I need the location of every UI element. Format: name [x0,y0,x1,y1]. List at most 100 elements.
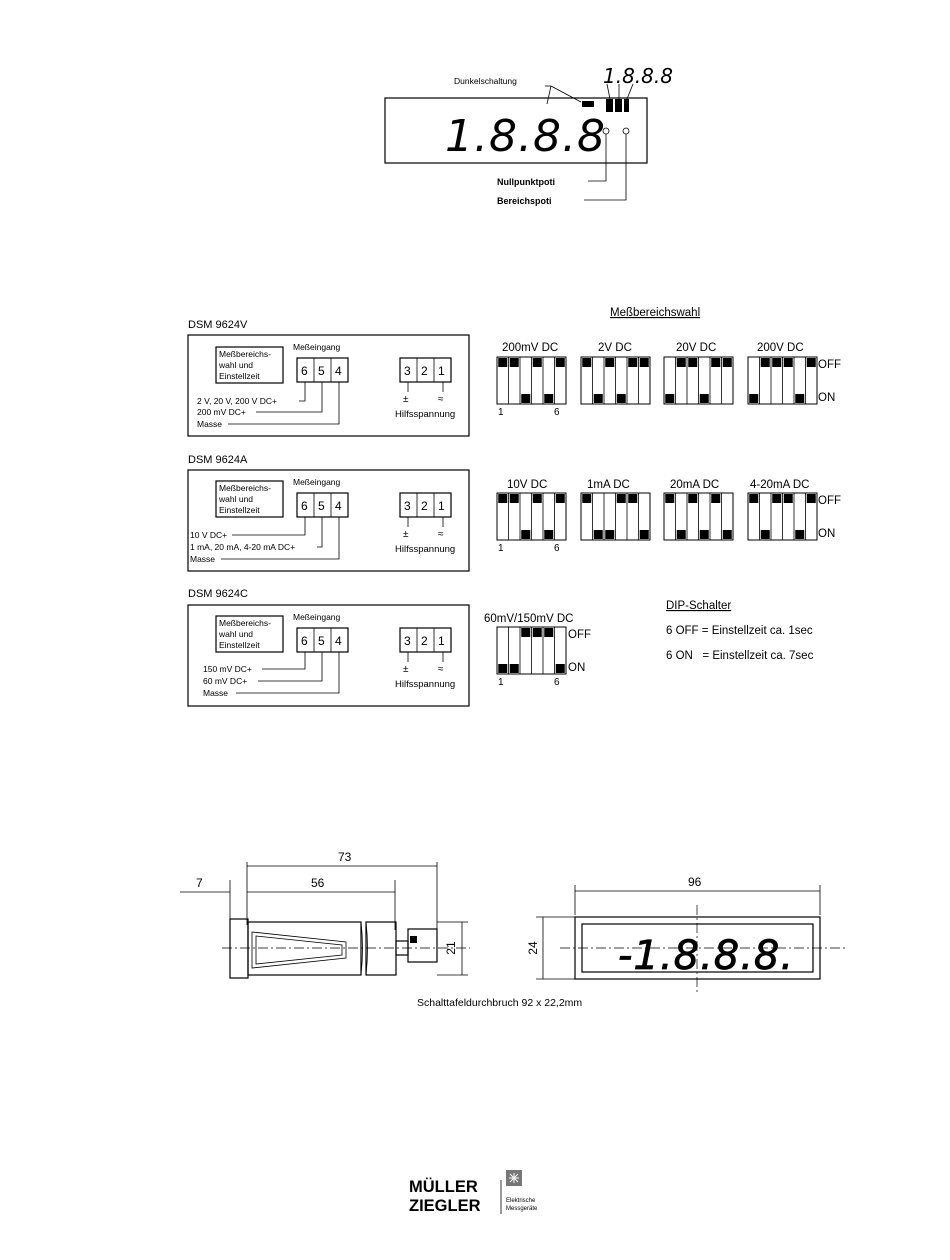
dip-knob-5-on [795,394,805,403]
dip-label: 20mA DC [670,479,719,491]
wiring-3: Masse [203,688,228,698]
dim-96: 96 [688,875,702,889]
dip-knob-3-off [521,628,531,637]
aux-ac-symbol: ≈ [438,394,444,405]
last-index: 6 [554,543,560,554]
terminal-5: 5 [318,364,325,378]
terminal-2: 2 [421,499,428,513]
display-digits: 1.8.8.8 [445,111,606,162]
company-logo: MÜLLER ZIEGLER Elektrische Messgeräte [409,1170,538,1215]
dip-diagram [496,626,567,675]
wiring-2: 200 mV DC+ [197,407,246,417]
dip-knob-1-off [582,494,592,503]
dip-label: 10V DC [507,479,547,491]
aux-plus-symbol: ± [403,394,409,405]
dip-knob-3-off [772,494,782,503]
front-digits: -1.8.8.8. [618,933,794,979]
terminal-5: 5 [318,634,325,648]
on-label: ON [818,528,835,540]
aux-label: Hilfsspannung [395,409,455,420]
terminal-2: 2 [421,364,428,378]
dip-knob-2-off [676,358,686,367]
box-label-1: Meßbereichs- [219,349,271,359]
dip-label: 60mV/150mV DC [484,613,573,625]
dim-7: 7 [196,876,203,890]
range-pot [622,127,630,135]
dip-knob-1-off [749,494,759,503]
terminal-5: 5 [318,499,325,513]
dip-knob-5-off [711,358,721,367]
dip-knob-5-on [544,530,554,539]
dip-knob-5-off [628,494,638,503]
dip-knob-3-on [605,530,615,539]
dip-knob-2-on [593,530,603,539]
dip-knob-4-on [616,394,626,403]
box-label-2: wahl und [218,629,253,639]
dip-knob-3-on [521,530,531,539]
terminal-6: 6 [301,634,308,648]
dip-knob-3-on [521,394,531,403]
terminal-1: 1 [438,499,445,513]
dip-diagram [747,492,818,541]
dip-knob-1-on [665,394,675,403]
wiring-3: Masse [197,419,222,429]
dip-knob-4-off [532,358,542,367]
aux-ac-symbol: ≈ [438,529,444,540]
off-label: OFF [818,495,841,507]
box-label-3: Einstellzeit [219,640,260,650]
front-view: 1.8.8.8 1.8.8.8 Dunkelschaltung Nullpunk… [384,64,673,206]
aux-plus-symbol: ± [403,664,409,675]
box-label-3: Einstellzeit [219,371,260,381]
dip-legend-line: 6 ON = Einstellzeit ca. 7sec [666,650,814,662]
dip-knob-2-on [760,530,770,539]
label-range-pot: Bereichspoti [497,196,552,206]
model-name: DSM 9624V [188,319,248,331]
box-label-2: wahl und [218,360,253,370]
dip-knob-3-off [605,358,615,367]
dip-diagram [496,356,567,405]
dip-switch-row-v: 200mV DC 2V DC 20V DC 200V DC OFF ON 1 6 [496,342,841,418]
dip-knob-2-off [509,358,519,367]
dip-knob-6-on [722,530,732,539]
dip-knob-1-off [498,494,508,503]
dip-diagram [496,492,567,541]
logo-sub1: Elektrische [506,1198,536,1204]
dip-knob-6-on [639,530,649,539]
dip-label: 200mV DC [502,342,558,354]
off-label: OFF [568,629,591,641]
dip-legend: DIP-Schalter 6 OFF = Einstellzeit ca. 1s… [666,600,814,662]
model-name: DSM 9624C [188,588,248,600]
dip-knob-6-off [722,358,732,367]
input-label: Meßeingang [293,612,341,622]
dip-knob-4-off [532,628,542,637]
dip-knob-1-off [582,358,592,367]
dip-diagram [580,356,651,405]
dip-knob-6-off [555,358,565,367]
dip-label: 20V DC [676,342,716,354]
dip-knob-4-off [616,494,626,503]
box-label-2: wahl und [218,494,253,504]
terminal-3: 3 [404,364,411,378]
wiring-2: 1 mA, 20 mA, 4-20 mA DC+ [190,542,295,552]
aux-plus-symbol: ± [403,529,409,540]
terminal-6: 6 [301,499,308,513]
wiring-1: 2 V, 20 V, 200 V DC+ [197,396,277,406]
wiring-1: 10 V DC+ [190,530,227,540]
terminal-1: 1 [438,364,445,378]
terminal-6: 6 [301,364,308,378]
logo-line1: MÜLLER [409,1177,478,1196]
aux-label: Hilfsspannung [395,544,455,555]
wiring-3: Masse [190,554,215,564]
first-index: 1 [498,677,504,688]
terminal-3: 3 [404,634,411,648]
model-v: DSM 9624V Meßbereichs- wahl und Einstell… [187,319,470,437]
dip-label: 4-20mA DC [750,479,809,491]
dip-knob-2-off [760,358,770,367]
terminal-1: 1 [438,634,445,648]
model-c: DSM 9624C Meßbereichs- wahl und Einstell… [187,588,470,707]
range-selection-title: Meßbereichswahl [610,307,700,319]
label-dark-circuit: Dunkelschaltung [454,76,517,86]
side-view: 73 7 56 21 [180,850,470,979]
box-label-1: Meßbereichs- [219,618,271,628]
dip-knob-5-off [544,628,554,637]
